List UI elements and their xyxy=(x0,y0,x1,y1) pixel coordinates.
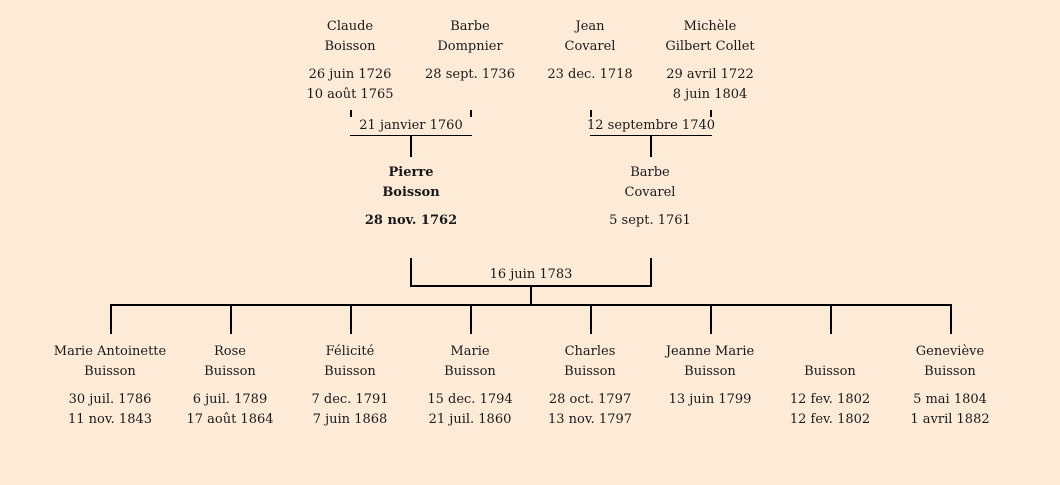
person-first-name: Rose xyxy=(214,344,246,359)
person-first-name: Claude xyxy=(326,19,374,34)
person-death-date: 17 août 1864 xyxy=(186,412,274,427)
person-death-date: 10 août 1765 xyxy=(306,87,394,102)
person-birth-date: 29 avril 1722 xyxy=(666,67,754,82)
person-child[interactable]: Félicité Buisson 7 dec. 1791 7 juin 1868 xyxy=(275,342,425,430)
person-last-name: Boisson xyxy=(382,185,440,200)
person-first-name: Barbe xyxy=(450,19,490,34)
person-death-date: 13 nov. 1797 xyxy=(547,412,633,427)
person-birth-date: 28 oct. 1797 xyxy=(548,392,632,407)
marriage-date-maternal: 12 septembre 1740 xyxy=(581,117,721,135)
person-last-name: Buisson xyxy=(444,364,496,379)
person-first-name: Jean xyxy=(575,19,605,34)
person-mother[interactable]: Barbe Covarel 5 sept. 1761 xyxy=(575,163,725,251)
person-last-name: Buisson xyxy=(804,364,856,379)
person-birth-date: 5 mai 1804 xyxy=(913,392,987,407)
person-death-date: 12 fev. 1802 xyxy=(789,412,871,427)
person-child[interactable]: Buisson 12 fev. 1802 12 fev. 1802 xyxy=(755,342,905,430)
person-first-name: Barbe xyxy=(630,165,670,180)
person-first-name: Félicité xyxy=(325,344,375,359)
person-first-name: Marie Antoinette xyxy=(53,344,167,359)
person-child[interactable]: Charles Buisson 28 oct. 1797 13 nov. 179… xyxy=(515,342,665,430)
person-child[interactable]: Geneviève Buisson 5 mai 1804 1 avril 188… xyxy=(875,342,1025,430)
person-last-name: Buisson xyxy=(924,364,976,379)
person-last-name: Covarel xyxy=(564,39,616,54)
person-death-date: 11 nov. 1843 xyxy=(67,412,153,427)
person-grandfather-maternal[interactable]: Jean Covarel 23 dec. 1718 xyxy=(515,17,665,105)
person-birth-date: 28 sept. 1736 xyxy=(425,67,515,82)
person-child[interactable]: Marie Buisson 15 dec. 1794 21 juil. 1860 xyxy=(395,342,545,430)
person-last-name: Boisson xyxy=(324,39,376,54)
person-last-name: Covarel xyxy=(624,185,676,200)
person-first-name: Michèle xyxy=(683,19,737,34)
person-first-name: Geneviève xyxy=(915,344,985,359)
person-first-name: Marie xyxy=(450,344,490,359)
person-last-name: Buisson xyxy=(204,364,256,379)
person-birth-date: 13 juin 1799 xyxy=(668,392,752,407)
person-grandmother-maternal[interactable]: Michèle Gilbert Collet 29 avril 1722 8 j… xyxy=(635,17,785,105)
person-birth-date: 7 dec. 1791 xyxy=(311,392,389,407)
person-last-name: Gilbert Collet xyxy=(665,39,755,54)
person-child[interactable]: Marie Antoinette Buisson 30 juil. 1786 1… xyxy=(35,342,185,430)
person-birth-date: 30 juil. 1786 xyxy=(68,392,152,407)
person-last-name: Buisson xyxy=(684,364,736,379)
person-first-name: Jeanne Marie xyxy=(665,344,755,359)
person-death-date: 1 avril 1882 xyxy=(910,412,990,427)
person-birth-date: 28 nov. 1762 xyxy=(364,213,458,228)
marriage-date-paternal: 21 janvier 1760 xyxy=(341,117,481,135)
person-birth-date: 23 dec. 1718 xyxy=(547,67,633,82)
person-death-date: 8 juin 1804 xyxy=(672,87,748,102)
person-birth-date: 6 juil. 1789 xyxy=(192,392,268,407)
person-death-date xyxy=(575,231,725,251)
person-last-name: Buisson xyxy=(324,364,376,379)
person-birth-date: 26 juin 1726 xyxy=(308,67,392,82)
person-death-date: 7 juin 1868 xyxy=(312,412,388,427)
person-death-date xyxy=(336,231,486,251)
person-last-name: Buisson xyxy=(84,364,136,379)
person-grandmother-paternal[interactable]: Barbe Dompnier 28 sept. 1736 xyxy=(395,17,545,105)
person-last-name: Dompnier xyxy=(437,39,503,54)
person-first-name: Charles xyxy=(564,344,616,359)
marriage-date-parents: 16 juin 1783 xyxy=(461,266,601,284)
person-first-name: Pierre xyxy=(388,165,434,180)
person-child[interactable]: Jeanne Marie Buisson 13 juin 1799 xyxy=(635,342,785,430)
person-birth-date: 5 sept. 1761 xyxy=(609,213,691,228)
person-grandfather-paternal[interactable]: Claude Boisson 26 juin 1726 10 août 1765 xyxy=(275,17,425,105)
person-last-name: Buisson xyxy=(564,364,616,379)
person-death-date: 21 juil. 1860 xyxy=(428,412,512,427)
person-birth-date: 15 dec. 1794 xyxy=(427,392,513,407)
person-child[interactable]: Rose Buisson 6 juil. 1789 17 août 1864 xyxy=(155,342,305,430)
person-birth-date: 12 fev. 1802 xyxy=(789,392,871,407)
person-father[interactable]: Pierre Boisson 28 nov. 1762 xyxy=(336,163,486,251)
